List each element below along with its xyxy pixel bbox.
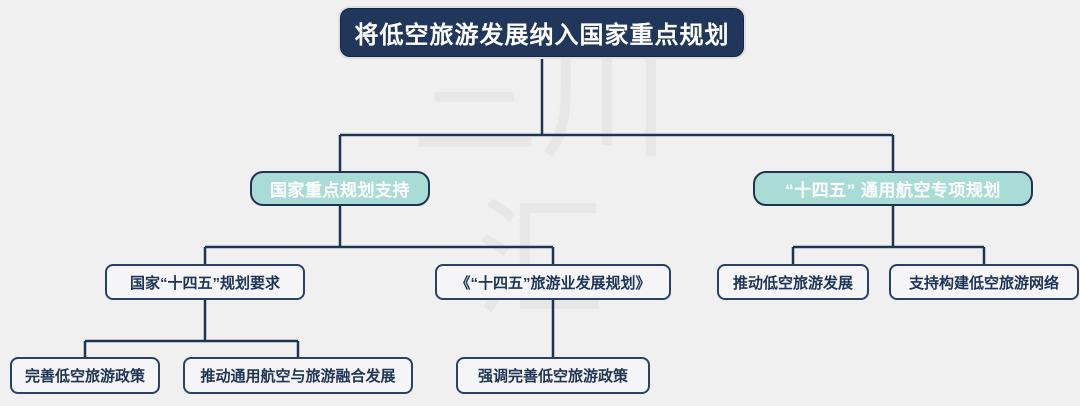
node-branch-national-key-plan-support[interactable]: 国家重点规划支持 — [250, 171, 430, 206]
connector-left-child1-to-grandchildren — [83, 300, 300, 358]
node-promote-aviation-tourism-integration[interactable]: 推动通用航空与旅游融合发展 — [183, 357, 413, 394]
node-improve-low-altitude-tourism-policy[interactable]: 完善低空旅游政策 — [10, 357, 160, 394]
node-promote-low-altitude-tourism[interactable]: 推动低空旅游发展 — [717, 264, 869, 300]
node-emphasize-improving-low-altitude-tourism-policy[interactable]: 强调完善低空旅游政策 — [456, 357, 650, 394]
node-14th-five-year-tourism-development-plan[interactable]: 《“十四五”旅游业发展规划》 — [435, 264, 671, 300]
node-branch-14th-five-year-general-aviation-plan[interactable]: “十四五” 通用航空专项规划 — [753, 171, 1033, 206]
node-root-title[interactable]: 将低空旅游发展纳入国家重点规划 — [340, 8, 744, 57]
node-support-low-altitude-tourism-network[interactable]: 支持构建低空旅游网络 — [889, 264, 1079, 300]
connector-right-branch-to-children — [791, 206, 986, 265]
node-national-14th-five-year-plan-requirements[interactable]: 国家“十四五”规划要求 — [105, 264, 305, 300]
